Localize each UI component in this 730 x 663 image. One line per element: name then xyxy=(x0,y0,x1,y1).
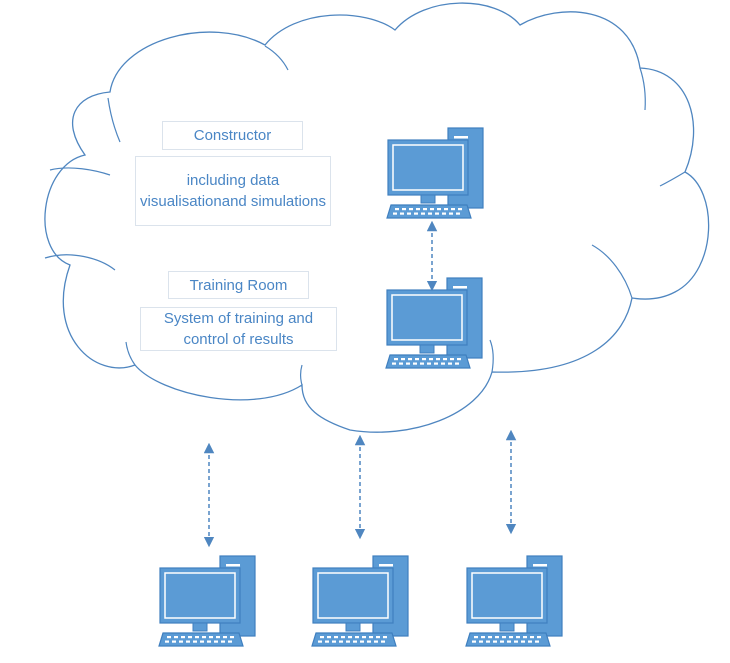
client-computer-icon-2 xyxy=(311,555,409,647)
constructor-title: Constructor xyxy=(162,121,303,150)
cloud-lobe-arc xyxy=(264,45,289,71)
cloud-lobe-arc xyxy=(49,167,111,176)
cloud-lobe-arc xyxy=(125,341,136,366)
cloud-lobe-arc xyxy=(591,244,633,299)
training-room-computer-icon xyxy=(385,277,483,369)
cloud-lobe-arc xyxy=(639,67,646,111)
client-computer-icon-1 xyxy=(158,555,256,647)
cloud-lobe-arc xyxy=(44,254,116,271)
training-room-description: System of training and control of result… xyxy=(140,307,337,351)
constructor-description: including data visualisationand simulati… xyxy=(135,156,331,226)
cloud-lobe-arc xyxy=(659,171,686,187)
cloud-lobe-arc xyxy=(299,364,303,386)
cloud-lobe-arc xyxy=(489,339,494,373)
cloud-lobe-arc xyxy=(107,97,121,143)
constructor-computer-icon xyxy=(386,127,484,219)
client-computer-icon-3 xyxy=(465,555,563,647)
training-room-title: Training Room xyxy=(168,271,309,299)
